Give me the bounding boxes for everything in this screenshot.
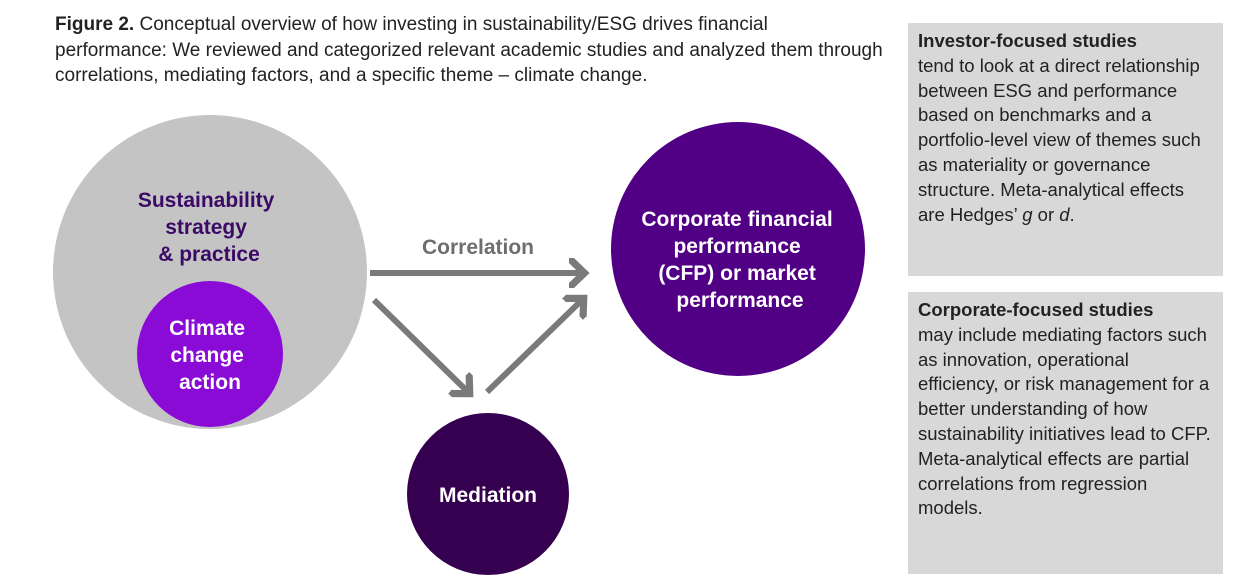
cfp-line-1: Corporate financial <box>641 208 832 231</box>
correlation-label: Correlation <box>422 236 534 259</box>
esg-diagram: Sustainability strategy & practice Clima… <box>53 115 865 575</box>
cfp-line-2: performance <box>673 235 800 258</box>
sustainability-line-3: & practice <box>158 243 260 266</box>
sustainability-circle <box>53 115 367 429</box>
sustainability-line-1: Sustainability <box>138 189 275 212</box>
caption-text: Conceptual overview of how investing in … <box>55 14 883 86</box>
from-mediation-arrow <box>484 300 582 395</box>
corporate-studies-body: may include mediating factors such as in… <box>918 323 1211 519</box>
climate-circle <box>137 281 283 427</box>
cfp-line-3: (CFP) or market <box>658 262 816 285</box>
hedges-d: d <box>1059 203 1070 225</box>
caption-label: Figure 2. <box>55 14 135 35</box>
climate-label: Climate change action <box>169 317 251 394</box>
climate-line-3: action <box>179 371 241 394</box>
cfp-label: Corporate financial performance (CFP) or… <box>641 208 838 312</box>
mediation-circle <box>407 413 569 575</box>
corporate-studies-heading: Corporate-focused studies <box>918 299 1154 320</box>
sustainability-label: Sustainability strategy & practice <box>138 189 280 266</box>
investor-studies-heading: Investor-focused studies <box>918 30 1137 51</box>
investor-studies-body: tend to look at a direct relationship be… <box>918 54 1201 225</box>
figure-caption: Figure 2. Conceptual overview of how inv… <box>55 12 885 89</box>
investor-or: or <box>1032 203 1060 225</box>
investor-end: . <box>1069 203 1075 225</box>
hedges-g: g <box>1022 203 1033 225</box>
corporate-studies-box: Corporate-focused studies may include me… <box>908 292 1223 574</box>
sustainability-line-2: strategy <box>165 216 247 239</box>
cfp-line-4: performance <box>676 289 803 312</box>
to-mediation-arrow <box>371 297 468 392</box>
mediation-label: Mediation <box>439 484 537 507</box>
cfp-circle <box>611 122 865 376</box>
investor-studies-box: Investor-focused studies tend to look at… <box>908 23 1223 276</box>
climate-line-1: Climate <box>169 317 245 340</box>
climate-line-2: change <box>170 344 244 367</box>
